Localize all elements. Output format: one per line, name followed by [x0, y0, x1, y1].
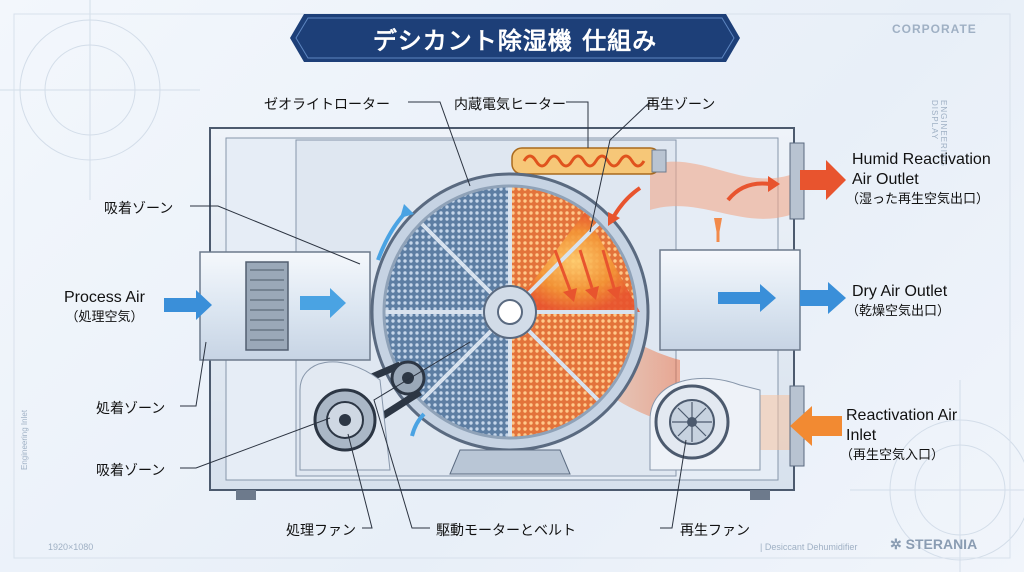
- electric-heater: [511, 147, 667, 175]
- label-treatment-zone: 処着ゾーン: [96, 401, 166, 417]
- rotation-arrows: [376, 186, 642, 437]
- label-process-fan: 処理ファン: [286, 523, 356, 539]
- label-reactivation-inlet: Reactivation Air Inlet （再生空気入口）: [840, 406, 958, 466]
- label-heater: 内蔵電気ヒーター: [454, 97, 566, 113]
- label-motor-belt: 駆動モーターとベルト: [436, 523, 576, 539]
- label-adsorption-zone-bottom: 吸着ゾーン: [96, 463, 166, 479]
- reactivation-inlet-arrow: [790, 406, 842, 446]
- label-regen-zone: 再生ゾーン: [646, 97, 716, 113]
- brand-logo: ✲ STERANIA: [890, 536, 977, 553]
- regeneration-fan: [649, 378, 761, 471]
- humid-outlet-jp: （湿った再生空気出口）: [846, 192, 990, 207]
- label-regen-fan: 再生ファン: [680, 523, 750, 539]
- humid-outlet-en-2: Air Outlet: [852, 171, 919, 188]
- brand-name: STERANIA: [905, 536, 978, 552]
- reactivation-inlet-en-2: Inlet: [846, 427, 877, 444]
- dry-outlet-en: Dry Air Outlet: [852, 283, 948, 300]
- label-humid-outlet: Humid Reactivation Air Outlet （湿った再生空気出口…: [846, 150, 991, 210]
- corner-tag-bottom-center: | Desiccant Dehumidifier: [760, 542, 858, 552]
- leader-lines: [180, 101, 687, 529]
- reactivation-inlet-jp: （再生空気入口）: [840, 448, 945, 463]
- label-dry-outlet: Dry Air Outlet （乾燥空気出口）: [846, 282, 950, 322]
- dry-air-arrow: [718, 282, 846, 314]
- corner-tag-top-right: CORPORATE: [892, 22, 977, 36]
- reactivation-inlet-en-1: Reactivation Air: [846, 407, 958, 424]
- process-fan: [299, 361, 391, 471]
- process-inlet-duct: [199, 251, 371, 361]
- process-air-en: Process Air: [64, 289, 145, 306]
- label-zeolite-rotor: ゼオライトローター: [264, 97, 390, 113]
- humid-outlet-en-1: Humid Reactivation: [852, 151, 991, 168]
- inner-process-arrow: [300, 288, 346, 318]
- heat-arrows: [553, 249, 621, 302]
- process-air-jp: （処理空気）: [65, 310, 144, 325]
- title-banner: [290, 14, 740, 62]
- process-air-arrow: [164, 290, 212, 320]
- corner-tag-bottom-left: 1920×1080: [48, 542, 94, 552]
- brand-mark-icon: ✲: [890, 536, 902, 552]
- dry-outlet-jp: （乾燥空気出口）: [846, 304, 951, 319]
- label-adsorption-zone-top: 吸着ゾーン: [104, 201, 174, 217]
- humid-outlet-arrow: [714, 160, 846, 242]
- page-title: デシカント除湿機 仕組み: [372, 26, 658, 55]
- label-process-air: Process Air （処理空気）: [64, 288, 145, 328]
